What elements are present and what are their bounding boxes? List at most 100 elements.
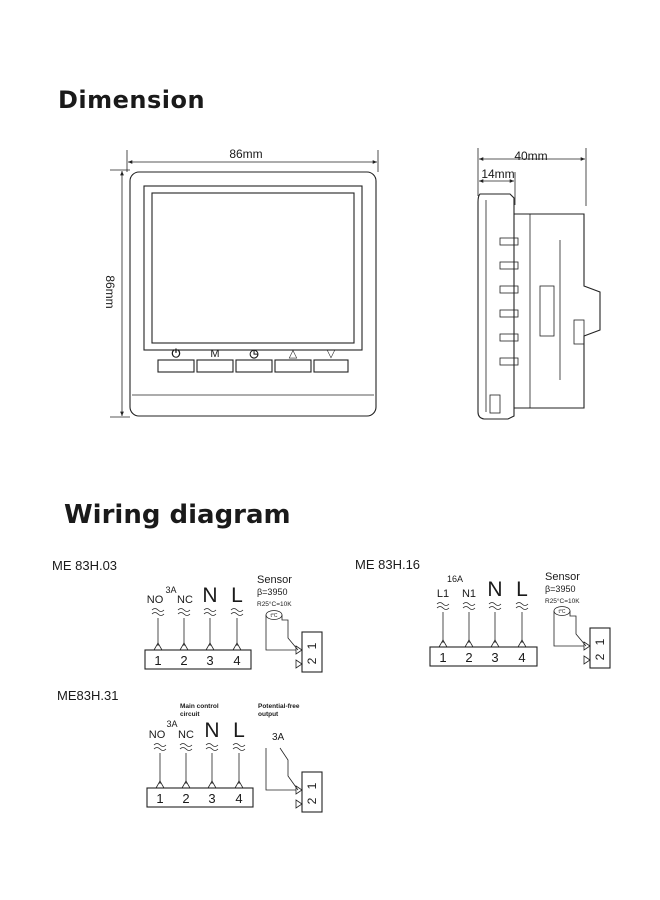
terminal-label-l1: L1 xyxy=(437,588,449,600)
down-button[interactable] xyxy=(313,359,349,373)
depth-label: 40mm xyxy=(514,149,547,163)
wiring-me83h16: 16A L1 N1 N L 1 2 3 4 Sensor β=3950 R25°… xyxy=(429,571,611,669)
front-view: 86mm 86mm ⏻ M ◷ △ ▽ xyxy=(103,147,379,418)
terminal-label-nc: NC xyxy=(178,729,194,741)
sensor-pin: 1 xyxy=(593,638,607,645)
front-depth-label: 14mm xyxy=(481,167,514,181)
potential-free-label: Potential-free xyxy=(258,703,300,710)
terminal-block xyxy=(146,787,254,808)
sensor-terminal-block xyxy=(589,627,611,669)
model-label-me83h31: ME83H.31 xyxy=(57,688,119,703)
terminal-number: 2 xyxy=(182,791,189,806)
tilde-mark xyxy=(436,602,450,610)
clock-button[interactable] xyxy=(235,359,273,373)
terminal-label-l: L xyxy=(231,584,243,607)
sensor-t-symbol: t°C xyxy=(271,613,278,619)
terminal-number: 1 xyxy=(154,653,161,668)
side-view: 40mm 14mm xyxy=(477,148,601,420)
power-button[interactable] xyxy=(157,359,195,373)
clock-icon: ◷ xyxy=(249,348,259,360)
terminal-label-no: NO xyxy=(147,594,164,606)
fin xyxy=(499,309,519,318)
wiring-me83h03: 3A NO NC N L 1 2 3 4 Sensor β=3950 R25°C… xyxy=(144,574,323,673)
sensor-beta: β=3950 xyxy=(257,587,287,597)
main-control-label: Main control xyxy=(180,703,219,710)
terminal-block-side xyxy=(539,285,555,337)
sensor-pin: 2 xyxy=(305,657,319,664)
terminal-number: 3 xyxy=(491,650,498,665)
sensor-leads xyxy=(265,615,299,651)
current-rating: 3A xyxy=(166,719,177,729)
sensor-title: Sensor xyxy=(545,571,580,583)
tilde-mark xyxy=(151,608,165,616)
output-pin: 2 xyxy=(305,797,319,804)
terminal-number: 4 xyxy=(518,650,525,665)
mode-button[interactable] xyxy=(196,359,234,373)
mode-icon: M xyxy=(210,348,219,360)
tilde-mark xyxy=(488,602,502,610)
sensor-arrows xyxy=(295,645,303,669)
terminal-number: 4 xyxy=(235,791,242,806)
tilde-mark xyxy=(230,608,244,616)
sensor-r25: R25°C=10K xyxy=(257,600,292,608)
terminal-label-nc: NC xyxy=(177,594,193,606)
rear-clip xyxy=(573,319,585,345)
panel-clip xyxy=(489,394,501,414)
terminal-block xyxy=(429,646,538,667)
terminal-label-n: N xyxy=(202,584,217,607)
sensor-leads xyxy=(553,611,587,647)
tilde-mark xyxy=(153,743,167,751)
tilde-mark xyxy=(205,743,219,751)
main-control-label-2: circuit xyxy=(180,711,200,718)
potential-free-label-2: output xyxy=(258,711,279,718)
terminal-label-n: N xyxy=(487,578,502,601)
sensor-terminal-block xyxy=(301,631,323,673)
wiring-diagram-heading: Wiring diagram xyxy=(64,500,291,530)
fin xyxy=(499,237,519,246)
sensor-beta: β=3950 xyxy=(545,584,575,594)
fin xyxy=(499,285,519,294)
front-panel-profile xyxy=(477,193,515,420)
output-terminal-block xyxy=(301,771,323,813)
terminal-number: 2 xyxy=(465,650,472,665)
terminal-number: 1 xyxy=(439,650,446,665)
tilde-mark xyxy=(232,743,246,751)
button-row: ⏻ M ◷ △ ▽ xyxy=(157,347,349,373)
terminal-label-no: NO xyxy=(149,729,166,741)
output-contact xyxy=(265,747,299,791)
height-label: 86mm xyxy=(103,275,117,308)
terminal-label-n1: N1 xyxy=(462,588,476,600)
tilde-mark xyxy=(462,602,476,610)
terminal-number: 3 xyxy=(206,653,213,668)
terminal-number: 3 xyxy=(208,791,215,806)
sensor-title: Sensor xyxy=(257,574,292,586)
dimension-heading: Dimension xyxy=(58,86,206,114)
tilde-mark xyxy=(515,602,529,610)
screen-bezel xyxy=(143,185,363,351)
model-label-me83h16: ME 83H.16 xyxy=(355,557,421,572)
terminal-arrows xyxy=(438,639,527,648)
fin xyxy=(499,333,519,342)
power-icon: ⏻ xyxy=(172,347,181,360)
tilde-mark xyxy=(179,743,193,751)
output-arrows xyxy=(295,785,303,809)
terminal-arrows xyxy=(153,642,242,651)
cooling-fins xyxy=(499,237,519,366)
current-rating: 16A xyxy=(447,574,463,584)
output-pin: 1 xyxy=(305,782,319,789)
terminal-number: 1 xyxy=(156,791,163,806)
tilde-mark xyxy=(177,608,191,616)
wiring-me83h31: Main control circuit Potential-free outp… xyxy=(146,703,323,813)
tilde-mark xyxy=(203,608,217,616)
terminal-number: 2 xyxy=(180,653,187,668)
sensor-pin: 1 xyxy=(305,642,319,649)
sensor-r25: R25°C=10K xyxy=(545,597,580,605)
thermostat-body xyxy=(129,171,377,417)
sensor-t-symbol: t°C xyxy=(559,609,566,615)
display-screen xyxy=(151,192,355,344)
terminal-label-l: L xyxy=(516,578,528,601)
up-button[interactable] xyxy=(274,359,312,373)
terminal-label-n: N xyxy=(204,719,219,742)
model-label-me83h03: ME 83H.03 xyxy=(52,558,118,573)
